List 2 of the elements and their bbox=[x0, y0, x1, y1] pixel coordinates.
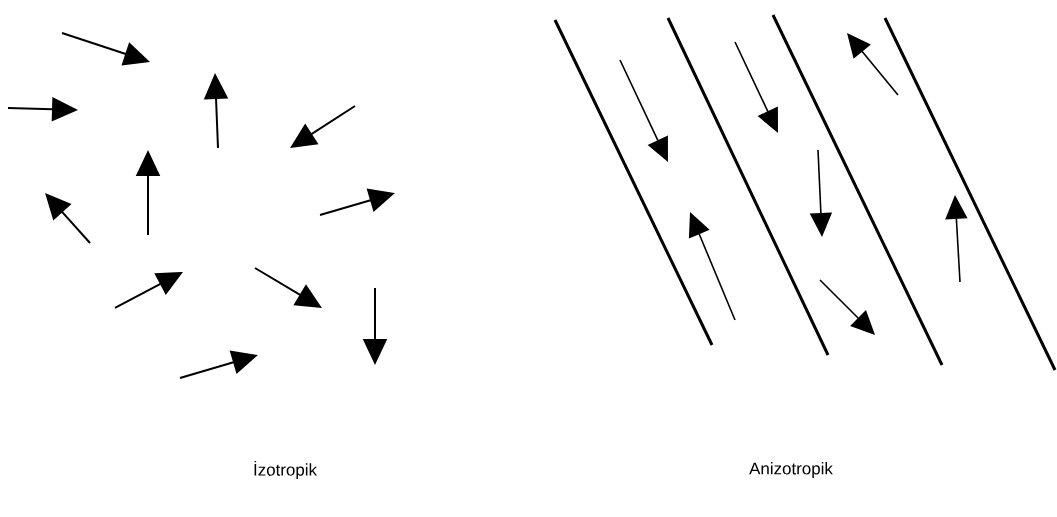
panel-label: Anizotropik bbox=[749, 462, 833, 478]
panel-label: İzotropik bbox=[254, 460, 318, 480]
